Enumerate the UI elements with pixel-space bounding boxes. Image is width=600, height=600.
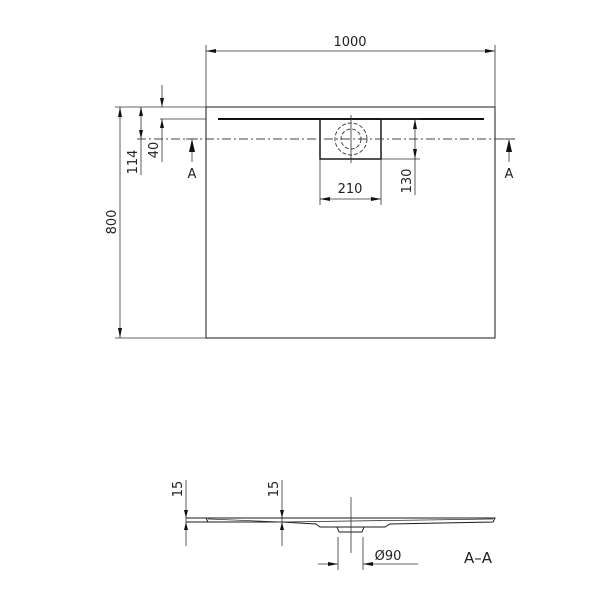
section-marker-left: A	[188, 167, 197, 182]
drain-box-width-label: 210	[338, 182, 363, 197]
drain-diameter-label: Ø90	[375, 549, 402, 564]
edge-thickness-mid-label: 15	[267, 481, 282, 498]
tray-section-profile	[186, 517, 496, 528]
tray-outline	[205, 106, 496, 339]
section-view: 15 15 Ø90 A–A	[171, 480, 496, 570]
drain-offset-40-label: 40	[147, 142, 162, 159]
section-label: A–A	[464, 549, 493, 567]
width-dimension-label: 1000	[333, 35, 366, 50]
drain-offset-114-label: 114	[126, 150, 141, 175]
edge-thickness-left-label: 15	[171, 481, 186, 498]
plan-view: 1000 800 114 40 A	[105, 35, 515, 339]
drain-box-height-label: 130	[400, 169, 415, 194]
depth-dimension-label: 800	[105, 210, 120, 235]
section-marker-right: A	[505, 167, 514, 182]
drain-outlet	[336, 526, 365, 533]
